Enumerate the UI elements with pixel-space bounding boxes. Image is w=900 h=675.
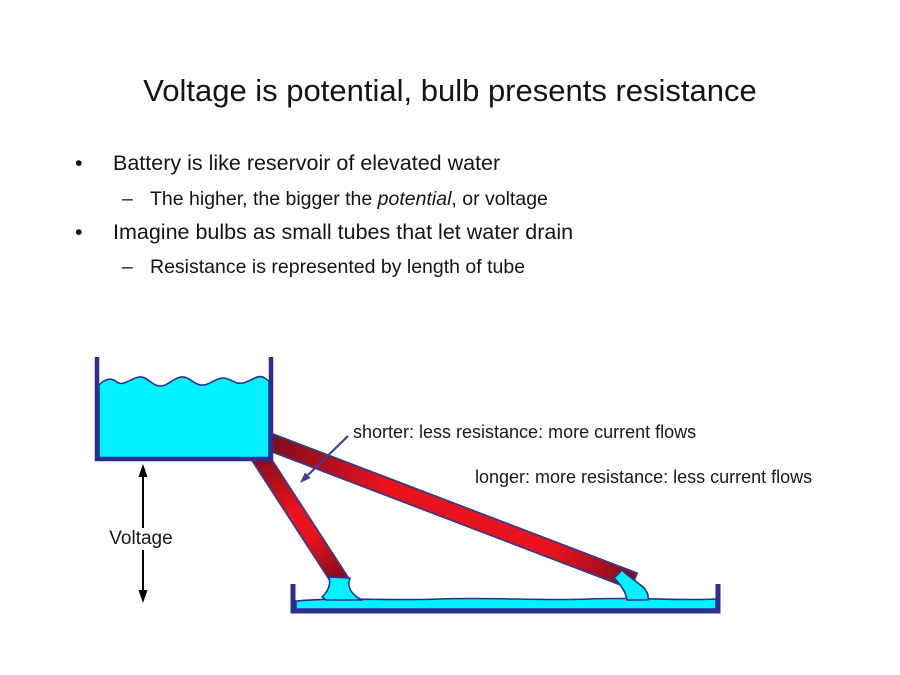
- bullet-glyph: •: [75, 220, 83, 244]
- bullet-item-1-sub-text: The higher, the bigger the potential, or…: [150, 187, 548, 212]
- voltage-label: Voltage: [100, 528, 182, 550]
- bullet-item-2: • Imagine bulbs as small tubes that let …: [75, 219, 573, 246]
- short-tube-spout: [321, 576, 363, 601]
- longer-tube-label: longer: more resistance: less current fl…: [475, 467, 813, 487]
- bullet-item-1: • Battery is like reservoir of elevated …: [75, 150, 500, 177]
- bullet-item-2-text: Imagine bulbs as small tubes that let wa…: [113, 220, 574, 244]
- reservoir-tank: [94, 357, 274, 462]
- annotation-arrow: [300, 435, 349, 483]
- long-tube-spout: [613, 569, 650, 601]
- bullet-item-2-sub-text: Resistance is represented by length of t…: [150, 256, 526, 278]
- sub-text-pre: The higher, the bigger the: [150, 188, 378, 210]
- dash-glyph: –: [122, 256, 133, 278]
- tray-water: [295, 597, 717, 610]
- sub-text-post: , or voltage: [451, 188, 548, 210]
- slide-title: Voltage is potential, bulb presents resi…: [143, 73, 757, 108]
- shorter-tube-label: shorter: less resistance: more current f…: [353, 422, 697, 442]
- bullet-item-1-sub: – The higher, the bigger the potential, …: [122, 187, 548, 212]
- dash-glyph: –: [122, 188, 133, 210]
- bullet-item-2-sub: – Resistance is represented by length of…: [122, 255, 525, 280]
- sub-text-italic: potential: [377, 188, 452, 210]
- tray-outline: [290, 584, 721, 614]
- reservoir-water: [98, 375, 270, 459]
- bullet-item-1-text: Battery is like reservoir of elevated wa…: [113, 151, 501, 175]
- bullet-glyph: •: [75, 151, 83, 175]
